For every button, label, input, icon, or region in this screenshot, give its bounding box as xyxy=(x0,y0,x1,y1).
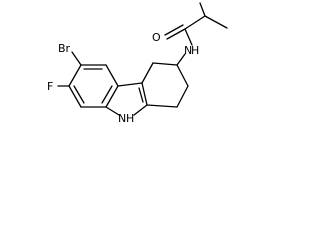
carbonyl-double-bond-inner xyxy=(164,24,184,36)
bond-carbonyl-c-ch xyxy=(184,15,206,30)
bond-c9a-c8a xyxy=(141,82,148,106)
benzene-ring xyxy=(68,64,119,108)
structure-canvas: Br F N H N H O xyxy=(0,0,246,150)
fluorine-atom-label: F xyxy=(47,80,53,93)
amide-nitrogen-h-label: H xyxy=(191,44,199,57)
bond-c3-nh xyxy=(176,53,186,66)
saturated-ring xyxy=(141,62,189,108)
aromatic-inner-bond-3 xyxy=(101,85,113,104)
pyrrole-inner-double-bond xyxy=(138,87,144,103)
carbonyl-oxygen-label: O xyxy=(152,31,161,44)
molecule-structure-diagram: Br F N H N H O xyxy=(47,2,228,125)
bond-nh-carbonyl-c xyxy=(184,28,193,46)
bond-c2-c3 xyxy=(68,64,82,87)
bond-c5-c6 xyxy=(105,85,119,108)
bond-c6-c9a xyxy=(117,82,143,87)
carbonyl-double-bond-outer xyxy=(166,28,186,40)
bond-c9a-c4 xyxy=(141,62,154,84)
pyrrole-ring xyxy=(105,82,148,116)
bond-ch-methyl-1 xyxy=(204,15,228,29)
bond-c2-br xyxy=(71,51,82,66)
bromine-atom-label: Br xyxy=(58,42,71,55)
halogen-substituents xyxy=(57,51,82,87)
amide-nitrogen-label: N xyxy=(184,44,192,57)
bond-c4-c3 xyxy=(152,62,178,66)
amide-side-chain xyxy=(164,2,228,66)
ring-nitrogen-h-label: H xyxy=(126,112,134,125)
bond-c3-c4 xyxy=(68,85,82,108)
bond-n9-c5 xyxy=(105,106,120,116)
bond-c6-c1 xyxy=(105,64,119,87)
ring-nitrogen-label: N xyxy=(118,112,126,125)
aromatic-inner-bond-2 xyxy=(73,85,85,104)
bond-c3-c2 xyxy=(176,64,189,87)
bond-c8a-n9 xyxy=(133,104,148,116)
bond-c1-c8a xyxy=(146,104,178,108)
bond-ch-methyl-2 xyxy=(199,2,206,17)
bond-c2-c1 xyxy=(176,85,189,108)
